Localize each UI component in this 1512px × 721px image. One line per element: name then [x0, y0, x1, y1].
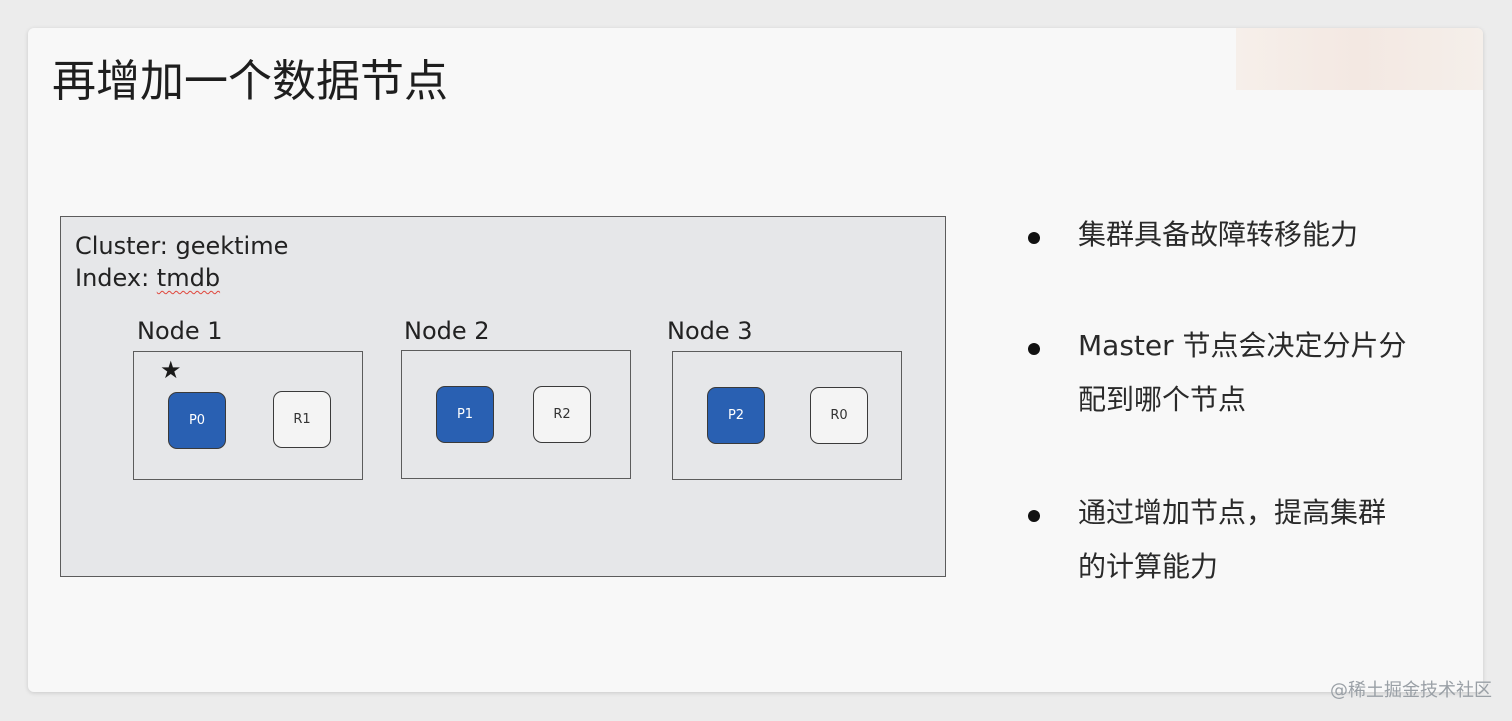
bullet-dot [1028, 343, 1040, 355]
index-name: Index: tmdb [75, 263, 220, 293]
screen-glare [1236, 28, 1483, 90]
bullet-line: 集群具备故障转移能力 [1078, 218, 1359, 251]
node-label: Node 3 [667, 317, 753, 345]
node-box-3: P2 R0 [672, 351, 902, 480]
slide-title: 再增加一个数据节点 [52, 56, 448, 107]
bullet-text: 通过增加节点，提高集群 的计算能力 [1078, 486, 1386, 594]
bullet-line: 配到哪个节点 [1078, 383, 1247, 416]
shard-replica: R0 [810, 387, 868, 444]
node-label: Node 1 [137, 317, 223, 345]
shard-primary: P1 [436, 386, 494, 443]
shard-replica: R1 [273, 391, 331, 448]
shard-primary: P2 [707, 387, 765, 444]
bullet-line: 通过增加节点，提高集群 [1078, 496, 1387, 529]
bullet-text: 集群具备故障转移能力 [1078, 208, 1358, 262]
bullet-dot [1028, 232, 1040, 244]
cluster-diagram: Cluster: geektime Index: tmdb Node 1 ★ P… [60, 216, 946, 577]
watermark: @稀土掘金技术社区 [1330, 680, 1492, 701]
node-box-1: ★ P0 R1 [133, 351, 363, 480]
index-prefix: Index: [75, 264, 157, 292]
shard-primary: P0 [168, 392, 226, 449]
cluster-name: Cluster: geektime [75, 232, 289, 260]
bullet-dot [1028, 510, 1040, 522]
index-value: tmdb [156, 264, 221, 292]
shard-replica: R2 [533, 386, 591, 443]
bullet-line: 的计算能力 [1078, 550, 1219, 583]
node-label: Node 2 [404, 317, 490, 345]
bullet-text: Master 节点会决定分片分 配到哪个节点 [1078, 319, 1407, 427]
node-box-2: P1 R2 [401, 350, 631, 479]
bullet-line: Master 节点会决定分片分 [1078, 329, 1407, 362]
master-star-icon: ★ [160, 356, 182, 384]
